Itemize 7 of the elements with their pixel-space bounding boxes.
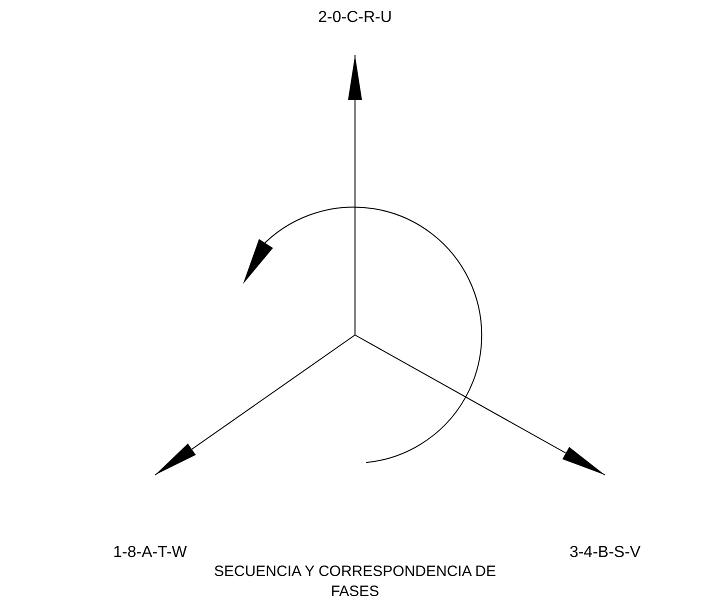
- phasor-arrow: [354, 334, 606, 476]
- phase-label: 2-0-C-R-U: [318, 9, 392, 27]
- caption: SECUENCIA Y CORRESPONDENCIA DE FASES: [212, 562, 498, 602]
- phase-label: 3-4-B-S-V: [569, 544, 641, 562]
- phase-label: 1-8-A-T-W: [113, 544, 187, 562]
- phasor-arrow: [154, 334, 356, 476]
- phasor-arrow: [348, 54, 362, 336]
